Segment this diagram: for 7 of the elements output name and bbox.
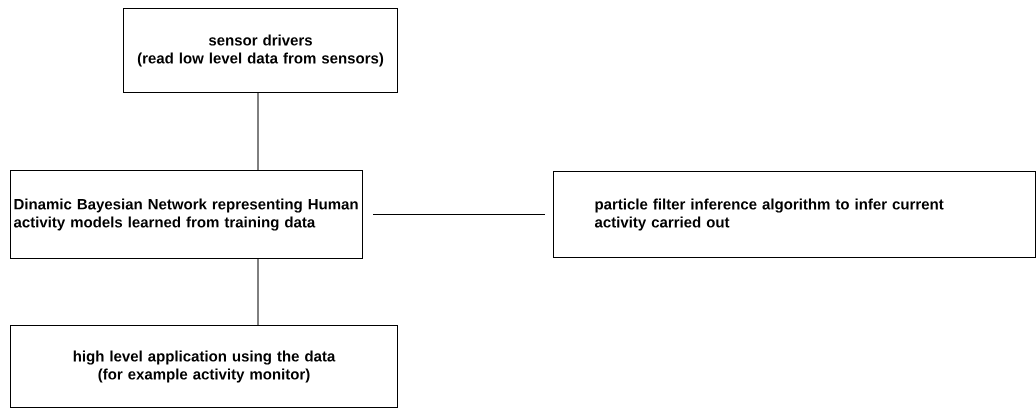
connector-line xyxy=(257,258,259,326)
connector-line xyxy=(257,92,259,171)
text-box: high level application using the data (for example activity monitor) xyxy=(10,325,398,408)
text-box: Dinamic Bayesian Network representing Human activity models learned from training data xyxy=(10,170,363,259)
text-box: particle filter inference algorithm to infer current activity carried out xyxy=(553,171,1036,258)
text-box: sensor drivers (read low level data from sensors) xyxy=(123,8,398,93)
connector-line xyxy=(372,214,546,215)
